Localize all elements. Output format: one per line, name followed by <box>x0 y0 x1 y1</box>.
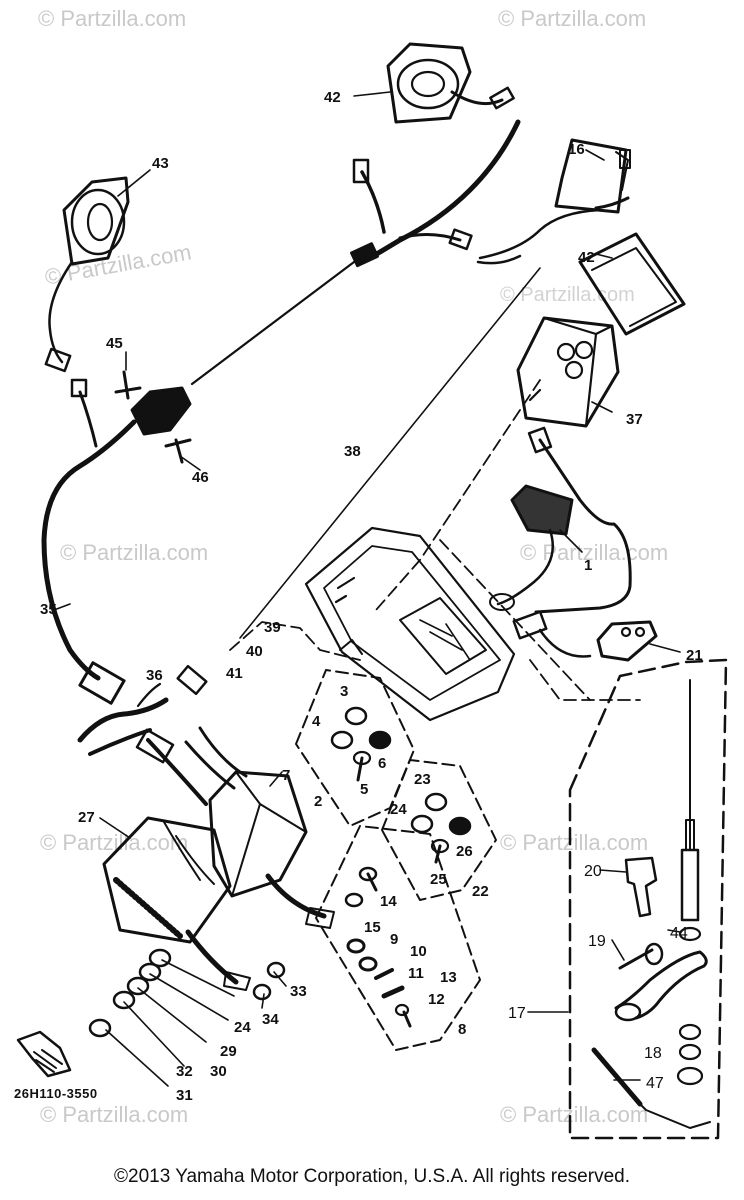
callout-17: 17 <box>508 1005 526 1022</box>
group-8-boundary <box>315 825 481 1051</box>
callout-44: 44 <box>670 925 688 942</box>
unit-16 <box>554 138 631 214</box>
callout-2: 2 <box>314 793 322 810</box>
callout-30: 30 <box>210 1063 227 1080</box>
antenna <box>678 679 702 942</box>
callout-39: 39 <box>264 619 281 636</box>
leader-lines <box>53 91 681 1087</box>
callout-6: 6 <box>378 755 386 772</box>
callout-5: 5 <box>360 781 368 798</box>
radio-unit-7 <box>135 664 335 929</box>
callout-40: 40 <box>246 643 263 660</box>
callout-10: 10 <box>410 943 427 960</box>
watermark: © Partzilla.com <box>520 540 669 565</box>
callout-13: 13 <box>440 969 457 986</box>
callout-26: 26 <box>456 843 473 860</box>
fastener-parts <box>344 866 412 1028</box>
callout-14: 14 <box>380 893 397 910</box>
box-42 <box>578 232 686 336</box>
dashed-leaders <box>229 379 641 701</box>
callout-20: 20 <box>584 863 602 880</box>
unit-1 <box>489 426 632 614</box>
callout-1: 1 <box>584 557 592 574</box>
knob-parts <box>330 706 392 782</box>
kit-17-boundary <box>568 658 728 1140</box>
hardware-stack <box>88 948 286 1038</box>
watermark: © Partzilla.com <box>500 830 649 855</box>
callout-42: 42 <box>324 89 341 106</box>
connector-block <box>41 370 192 705</box>
unit-37 <box>516 316 620 428</box>
knob-parts-22 <box>410 792 472 864</box>
callout-38: 38 <box>344 443 361 460</box>
copyright-notice: ©2013 Yamaha Motor Corporation, U.S.A. A… <box>114 1166 630 1187</box>
group-22-boundary <box>381 759 497 901</box>
callout-9: 9 <box>390 931 398 948</box>
key-20 <box>624 856 658 918</box>
callout-43: 43 <box>152 155 169 172</box>
direction-arrow-icon <box>16 1030 72 1078</box>
callout-22: 22 <box>472 883 489 900</box>
cable-47 <box>591 1047 643 1107</box>
callout-31: 31 <box>176 1087 193 1104</box>
watermark: © Partzilla.com <box>40 1102 189 1127</box>
part-code: 26H110-3550 <box>14 1086 98 1101</box>
callout-18: 18 <box>644 1045 662 1062</box>
watermark: © Partzilla.com <box>498 6 647 31</box>
callout-16: 16 <box>568 141 585 158</box>
callout-7: 7 <box>282 767 290 784</box>
callout-32: 32 <box>176 1063 193 1080</box>
callout-41: 41 <box>226 665 243 682</box>
radio-panel <box>304 526 516 722</box>
leader-38-line <box>239 267 541 639</box>
callout-47: 47 <box>646 1075 664 1092</box>
callout-33: 33 <box>290 983 307 1000</box>
callout-8: 8 <box>458 1021 466 1038</box>
callout-15: 15 <box>364 919 381 936</box>
watermark: © Partzilla.com <box>38 6 187 31</box>
watermark: © Partzilla.com <box>500 284 635 306</box>
speaker-42 <box>386 42 515 124</box>
watermark: © Partzilla.com <box>40 830 189 855</box>
wiring-diagram: 42 43 16 42 37 38 45 46 1 35 21 39 40 41… <box>16 42 728 1140</box>
watermark: © Partzilla.com <box>500 1102 649 1127</box>
callout-21: 21 <box>686 647 703 664</box>
callout-36: 36 <box>146 667 163 684</box>
bracket-18 <box>614 942 708 1086</box>
callout-3: 3 <box>340 683 348 700</box>
callout-27: 27 <box>78 809 95 826</box>
group-2-boundary <box>295 669 415 827</box>
callout-46: 46 <box>192 469 209 486</box>
callout-23: 23 <box>414 771 431 788</box>
speaker-43 <box>44 176 130 373</box>
callout-24: 24 <box>234 1019 251 1036</box>
callout-35: 35 <box>40 601 57 618</box>
callout-45: 45 <box>106 335 123 352</box>
callout-37: 37 <box>626 411 643 428</box>
callout-34: 34 <box>262 1011 279 1028</box>
amplifier-27 <box>102 816 251 991</box>
switch-21 <box>512 610 658 662</box>
callout-29: 29 <box>220 1043 237 1060</box>
harness-top <box>190 119 602 386</box>
callout-25: 25 <box>430 871 447 888</box>
callout-4: 4 <box>312 713 321 730</box>
callout-19: 19 <box>588 933 606 950</box>
callout-12: 12 <box>428 991 445 1008</box>
watermark: © Partzilla.com <box>60 540 209 565</box>
callout-24: 24 <box>390 801 407 818</box>
callout-11: 11 <box>408 965 424 982</box>
callout-42: 42 <box>578 249 595 266</box>
